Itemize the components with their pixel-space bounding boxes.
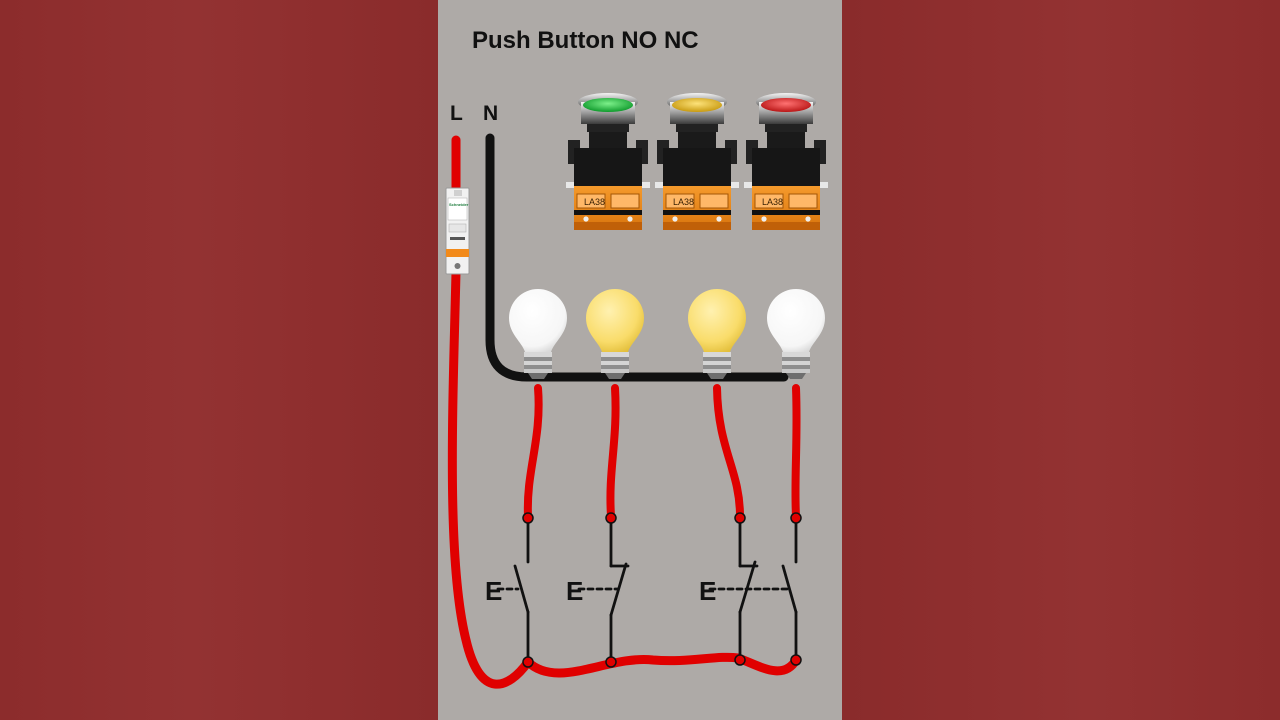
terminal-dots: [522, 512, 802, 668]
nc-switch-2: [577, 518, 630, 662]
lamp-1-wire: [523, 384, 543, 520]
lamp-2-wire: [606, 384, 620, 520]
mcb-brand: Schneider: [449, 202, 469, 207]
lamp-2-on: [586, 289, 644, 379]
neutral-line-label: N: [483, 102, 499, 125]
switch-3-label: E: [699, 576, 716, 606]
red-push-button: LA38: [743, 92, 829, 231]
diagram-panel: Push Button NO NC L N: [438, 0, 842, 720]
lamp-4-off: [767, 289, 825, 379]
yellow-push-button: LA38: [654, 92, 740, 231]
push-button-label: LA38: [584, 197, 605, 207]
push-button-label: LA38: [673, 197, 694, 207]
push-button-label: LA38: [762, 197, 783, 207]
mcb-breaker: Schneider: [445, 187, 470, 275]
no-switch-1: [496, 518, 530, 662]
lamp-3-on: [688, 289, 746, 379]
lamp-3-wire: [713, 384, 744, 520]
neutral-wire: [485, 133, 789, 382]
green-push-button: LA38: [565, 92, 651, 231]
nc-no-switch-3-4: [708, 518, 798, 662]
lamp-1-off: [509, 289, 567, 379]
lamp-4-wire: [791, 384, 801, 520]
switch-1-label: E: [485, 576, 502, 606]
diagram-title: Push Button NO NC: [472, 27, 699, 54]
wiring-diagram: LA38 LA38 LA38 Schneider: [445, 92, 829, 689]
switch-2-label: E: [566, 576, 583, 606]
live-line-label: L: [450, 102, 463, 125]
